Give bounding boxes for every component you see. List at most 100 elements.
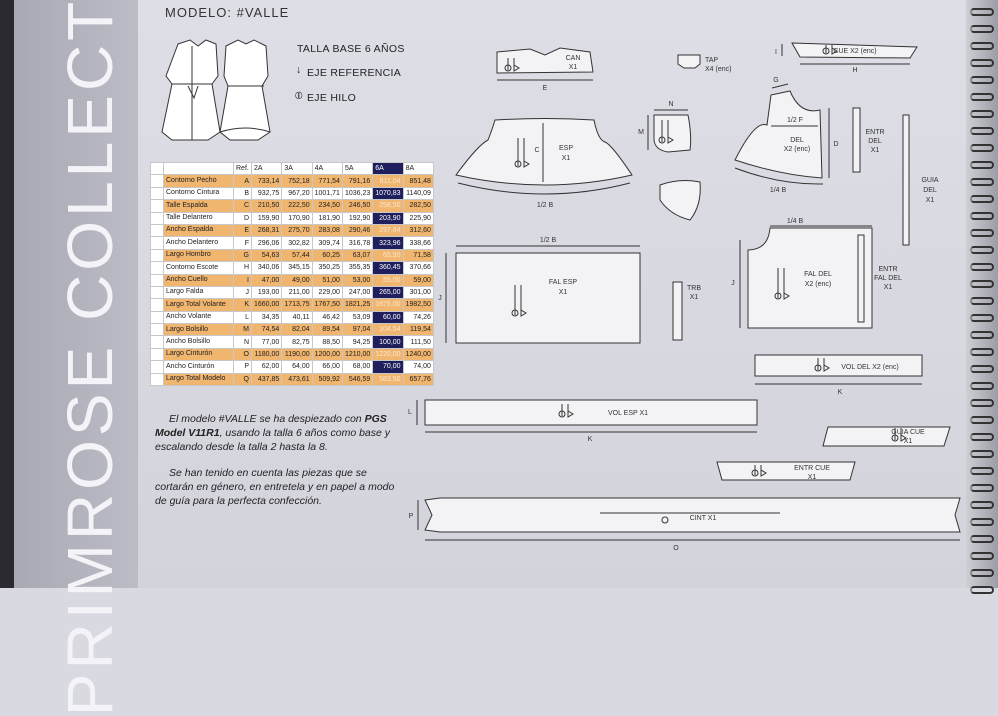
row-stub xyxy=(150,223,164,238)
binding-ring xyxy=(970,484,994,492)
model-name: #VALLE xyxy=(236,5,290,20)
measure-value: 82,04 xyxy=(281,323,313,337)
measure-ref: B xyxy=(233,186,252,201)
piece-cint-label: CINT X1 xyxy=(690,515,717,522)
measure-value: 181,90 xyxy=(311,211,343,225)
measure-value: 309,74 xyxy=(311,236,343,250)
measure-name: Ancho Espalda xyxy=(163,223,234,238)
piece-entr-del xyxy=(852,107,861,173)
piece-entr-del-label: DEL xyxy=(868,138,882,145)
measure-value: 1190,00 xyxy=(281,347,313,362)
measure-value: 296,06 xyxy=(250,236,283,250)
base-size-label: TALLA BASE 6 AÑOS xyxy=(297,43,405,55)
measure-value: 1220,00 xyxy=(372,347,404,362)
measure-name: Largo Hombro xyxy=(163,248,234,263)
binding-ring xyxy=(970,59,994,67)
binding-ring xyxy=(970,76,994,84)
dim-o-label: O xyxy=(673,545,679,552)
grain-marker-icon xyxy=(511,285,527,317)
grain-marker-icon xyxy=(504,58,520,72)
measure-value: 275,70 xyxy=(281,223,313,238)
piece-vol-del xyxy=(754,354,923,377)
measure-value: 1767,50 xyxy=(311,298,343,312)
binding-ring xyxy=(970,8,994,16)
table-header: 2A xyxy=(250,161,283,176)
measure-value: 210,50 xyxy=(250,199,283,213)
piece-collar xyxy=(659,180,701,221)
measure-value: 225,90 xyxy=(402,211,434,225)
piece-tap-label: X4 (enc) xyxy=(705,66,731,73)
measure-value: 297,84 xyxy=(372,223,404,238)
measure-value: 473,61 xyxy=(281,372,313,387)
row-stub xyxy=(150,211,164,225)
piece-esp-label: X1 xyxy=(562,155,571,162)
measure-value: 509,92 xyxy=(311,372,343,387)
grain-marker-icon xyxy=(814,358,830,372)
description-p2: Se han tenido en cuenta las piezas que s… xyxy=(155,467,395,507)
dim-p-label: P xyxy=(409,513,414,520)
piece-fal-esp-label: FAL ESP xyxy=(549,279,577,286)
measure-value: 100,00 xyxy=(372,335,404,349)
spiral-binding xyxy=(966,0,998,594)
piece-tap xyxy=(677,54,701,69)
piece-fal-del-label: FAL DEL xyxy=(804,271,832,278)
piece-cint xyxy=(424,497,961,533)
dim-quarter-b xyxy=(734,167,824,185)
model-title: MODELO: #VALLE xyxy=(165,5,289,20)
grain-marker-icon xyxy=(822,45,838,55)
measure-name: Largo Cinturón xyxy=(163,347,234,362)
piece-entr-cue-label: X1 xyxy=(808,474,817,481)
table-header: 8A xyxy=(402,161,434,176)
piece-entr-fal-del xyxy=(857,234,865,323)
measure-name: Ancho Cuello xyxy=(163,273,234,287)
dim-quarter-b2-label: 1/4 B xyxy=(787,218,804,225)
piece-guia-del-label: X1 xyxy=(926,197,935,204)
grain-marker-icon xyxy=(891,428,907,442)
piece-can-label: CAN xyxy=(566,55,581,62)
dim-c-label: C xyxy=(534,147,539,154)
piece-entr-cue-label: ENTR CUE xyxy=(794,465,830,472)
row-stub xyxy=(150,323,164,337)
binding-ring xyxy=(970,280,994,288)
measure-ref: Q xyxy=(233,372,252,387)
binding-ring xyxy=(970,569,994,577)
measure-value: 302,82 xyxy=(281,236,313,250)
dim-k2-label: K xyxy=(588,436,593,443)
measure-value: 851,48 xyxy=(402,174,434,188)
dim-half-b xyxy=(457,182,631,195)
piece-del-label: X2 (enc) xyxy=(784,146,810,153)
measure-name: Largo Total Modelo xyxy=(163,372,234,387)
binding-ring xyxy=(970,399,994,407)
measure-value: 733,14 xyxy=(250,174,283,188)
piece-esp xyxy=(455,118,633,186)
binding-ring xyxy=(970,501,994,509)
measure-name: Largo Total Volante xyxy=(163,298,234,312)
piece-fal-del-label: X2 (enc) xyxy=(805,281,831,288)
row-stub xyxy=(150,347,164,362)
row-stub xyxy=(150,298,164,312)
measure-value: 119,54 xyxy=(402,323,434,337)
measure-value: 1001,71 xyxy=(311,186,343,201)
measure-value: 192,90 xyxy=(341,211,374,225)
piece-guia-cue-label: GUIA CUE xyxy=(891,429,925,436)
binding-ring xyxy=(970,110,994,118)
side-band: PRIMROSE COLLECTION xyxy=(14,0,138,716)
binding-ring xyxy=(970,25,994,33)
binding-ring xyxy=(970,467,994,475)
table-header: 3A xyxy=(281,161,313,176)
measure-value: 60,25 xyxy=(311,248,343,263)
piece-vol-del-label: VOL DEL X2 (enc) xyxy=(841,364,898,371)
binding-ring xyxy=(970,195,994,203)
dim-g-label: G xyxy=(773,77,778,84)
binding-ring xyxy=(970,365,994,373)
binding-ring xyxy=(970,42,994,50)
dim-j2-label: J xyxy=(731,280,735,287)
